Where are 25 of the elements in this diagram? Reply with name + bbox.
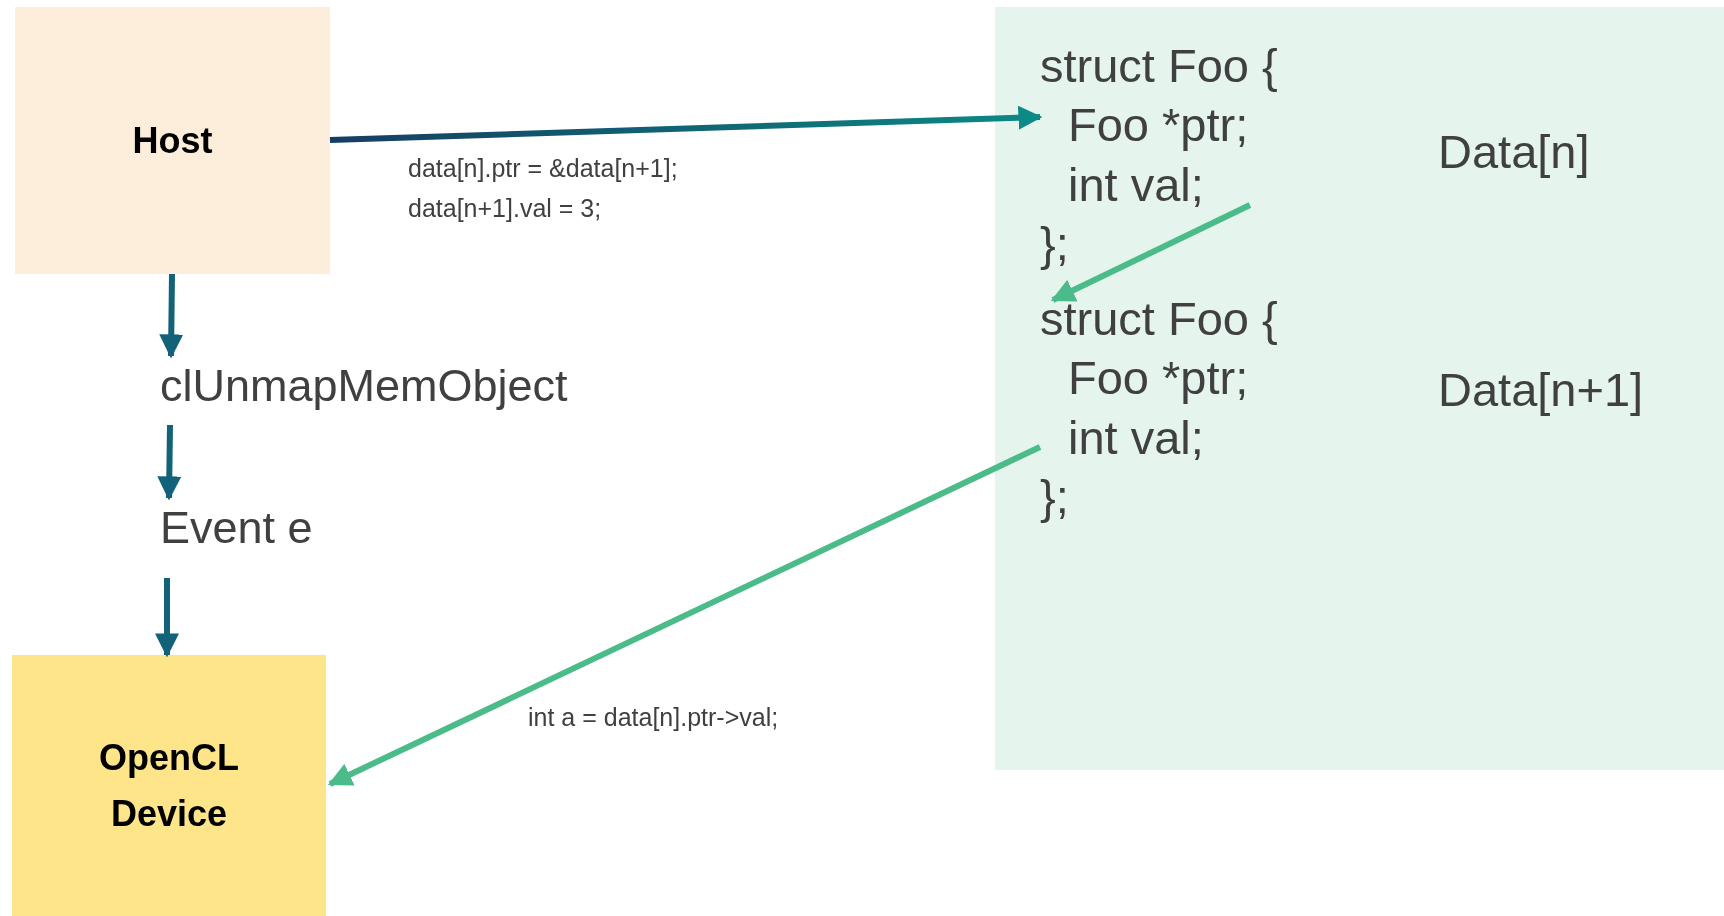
arrow — [157, 424, 182, 501]
arrow — [329, 105, 1043, 143]
struct-name: Data[n+1] — [1438, 364, 1644, 416]
arrow — [1050, 202, 1252, 303]
device-box — [12, 655, 326, 916]
struct-name: Data[n] — [1438, 126, 1590, 178]
code-line: }; — [1040, 218, 1069, 270]
host-box — [15, 7, 330, 274]
node-label: Event e — [160, 501, 314, 555]
node-label: clUnmapMemObject — [160, 359, 569, 413]
arrow — [155, 578, 179, 658]
code-line: struct Foo { — [1040, 40, 1278, 92]
code-line: Foo *ptr; — [1068, 99, 1249, 151]
node-label: Host — [132, 118, 213, 163]
node-label: OpenCL Device — [98, 735, 240, 836]
arrow — [327, 444, 1042, 787]
edge-label: int a = data[n].ptr->val; — [528, 702, 779, 733]
code-line: }; — [1040, 471, 1069, 523]
arrow — [159, 273, 184, 359]
code-line: struct Foo { — [1040, 293, 1278, 345]
code-line: Foo *ptr; — [1068, 352, 1249, 404]
code-line: int val; — [1068, 159, 1204, 211]
memory-panel — [995, 7, 1724, 770]
code-line: int val; — [1068, 412, 1204, 464]
edge-label: data[n].ptr = &data[n+1]; data[n+1].val = 3; — [408, 153, 679, 224]
